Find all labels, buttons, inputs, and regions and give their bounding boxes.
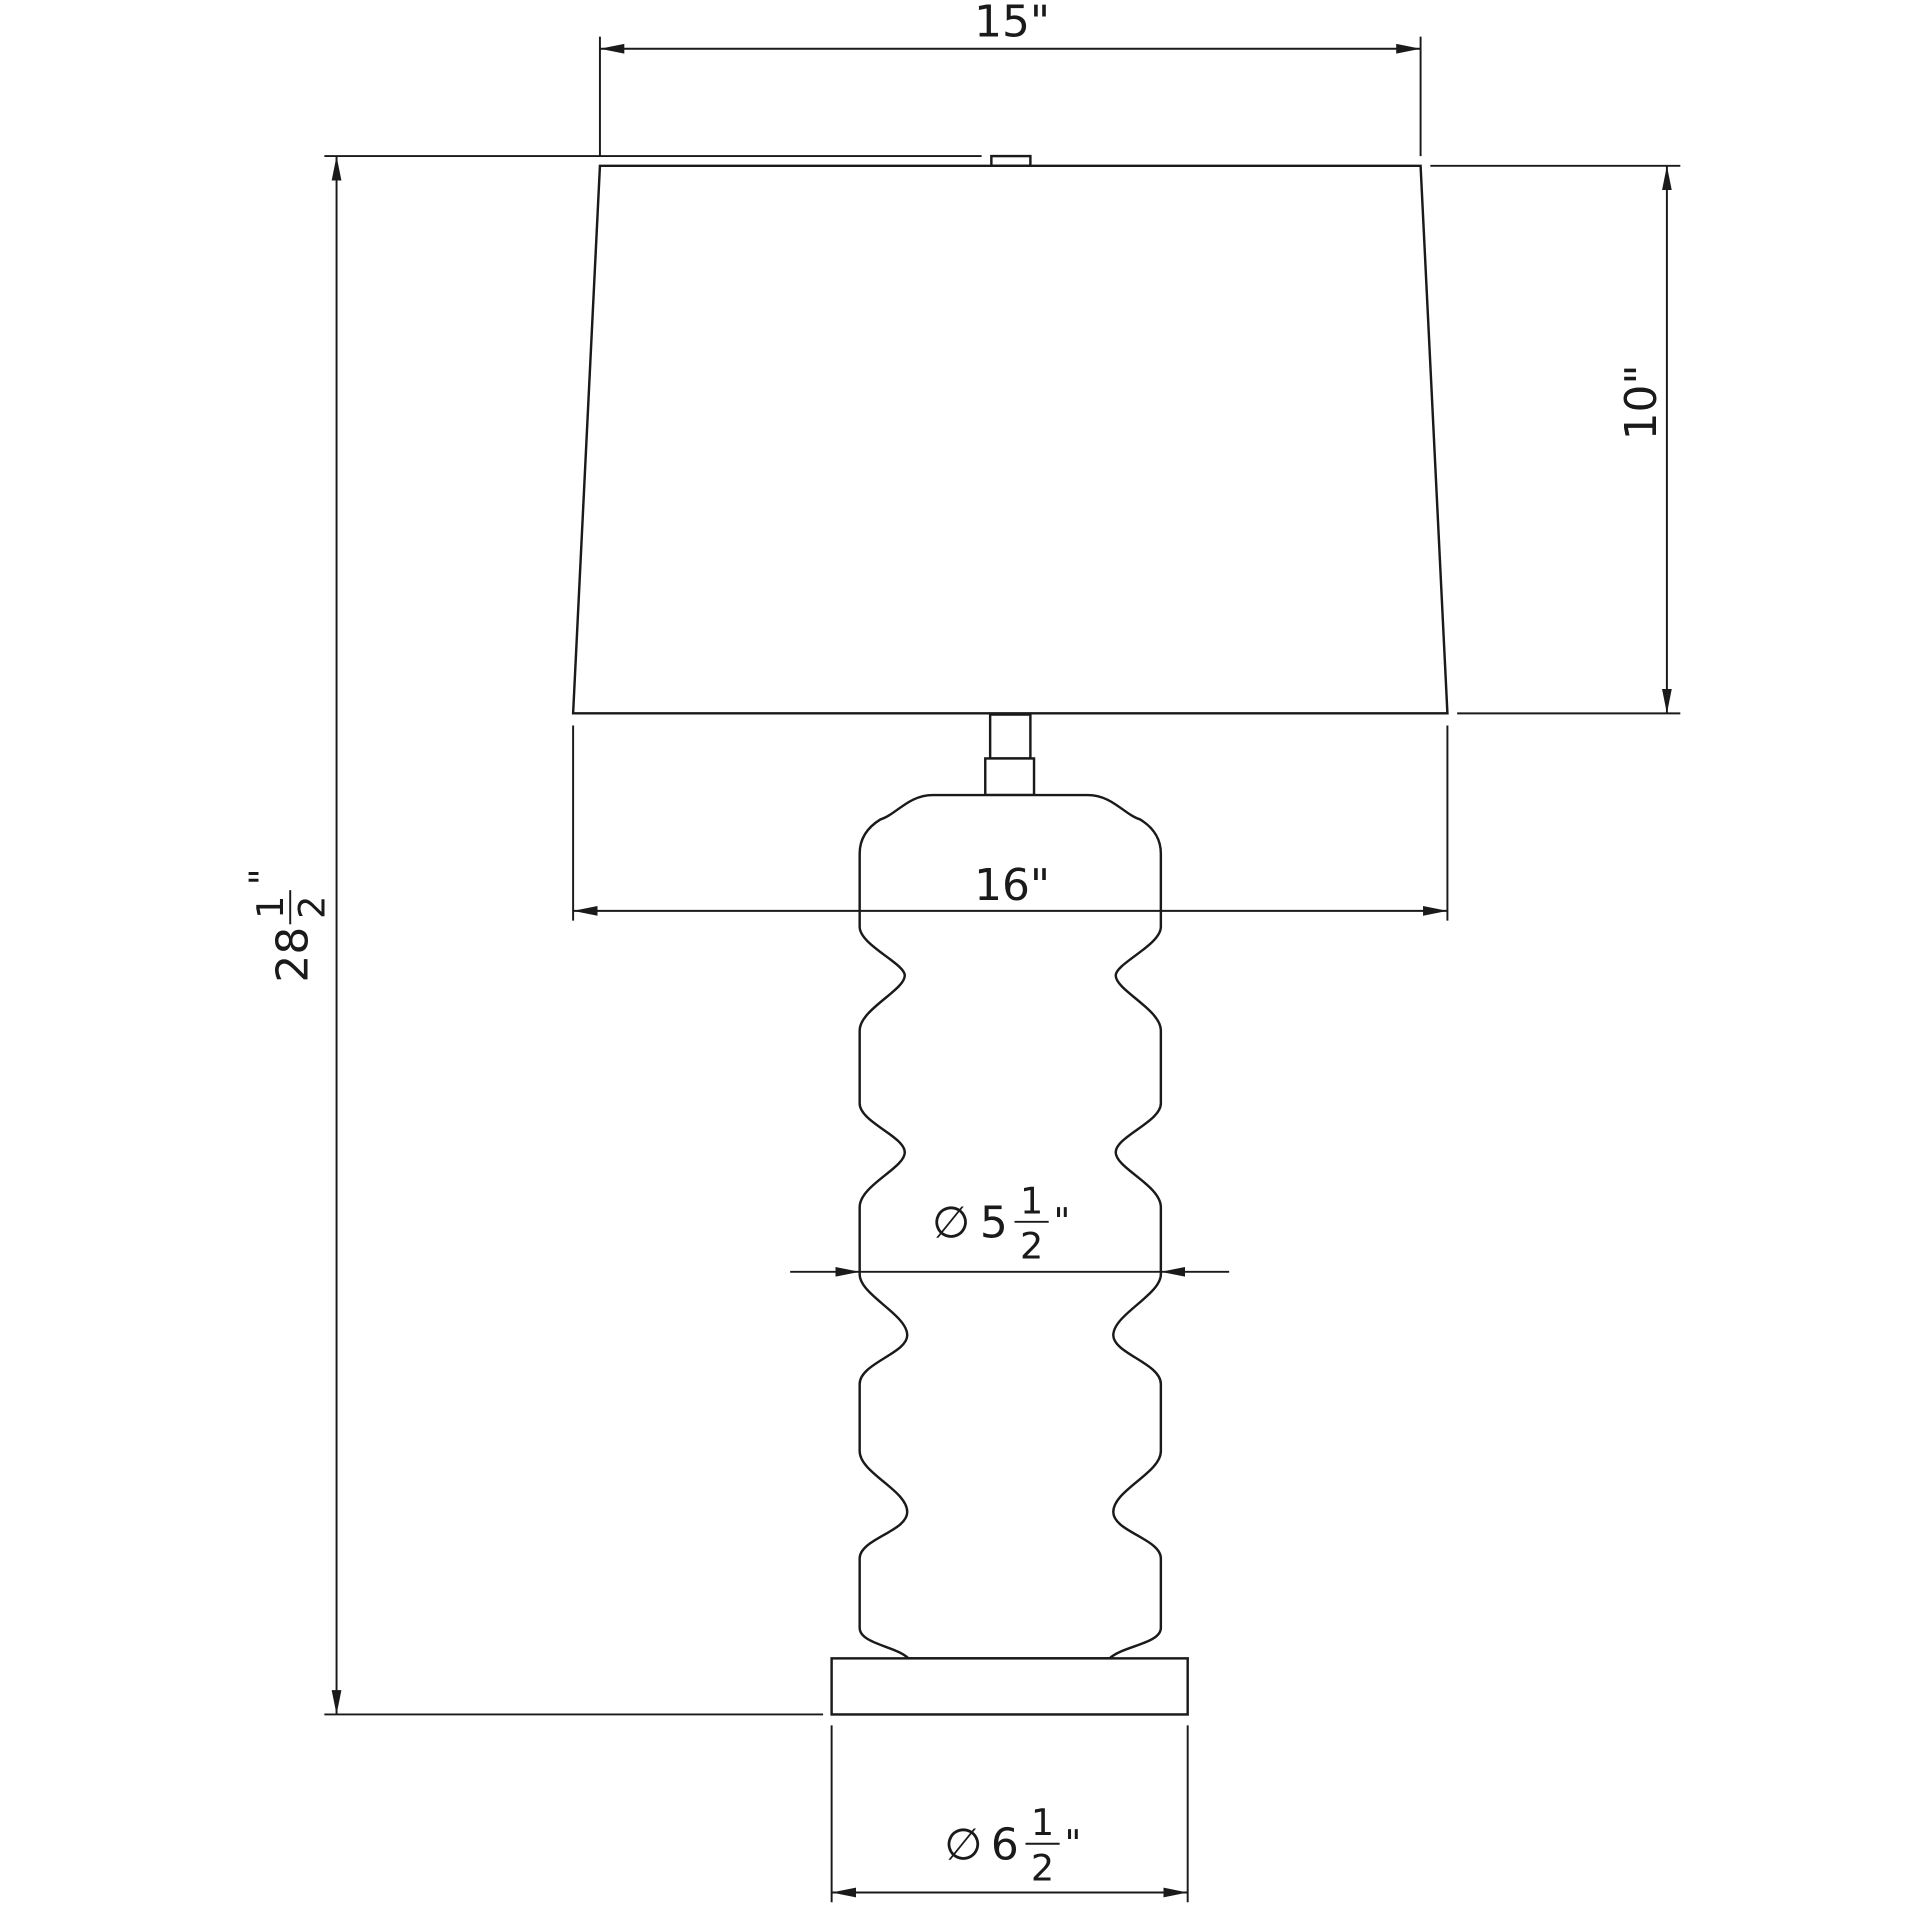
lamp-body bbox=[858, 793, 1163, 1660]
dim-denominator: 2 bbox=[1020, 1224, 1043, 1267]
dim-overall-height: 28 1 2 " bbox=[242, 155, 982, 1716]
dim-numerator: 1 bbox=[249, 896, 292, 919]
dim-unit: " bbox=[1054, 1200, 1071, 1243]
diameter-symbol: ∅ bbox=[944, 1820, 982, 1871]
lamp-shade bbox=[571, 164, 1449, 715]
dim-numerator: 1 bbox=[1031, 1801, 1054, 1844]
finial bbox=[990, 154, 1032, 168]
neck-lower bbox=[984, 757, 1036, 797]
dim-label: 10" bbox=[1616, 364, 1667, 440]
dim-base-diameter: ∅ 6 1 2 " bbox=[830, 1725, 1189, 1903]
dim-denominator: 2 bbox=[290, 896, 333, 919]
dim-whole: 5 bbox=[980, 1198, 1008, 1249]
dim-body-diameter: ∅ 5 1 2 " bbox=[790, 1179, 1230, 1277]
dim-shade-height: 10" bbox=[1430, 164, 1681, 715]
neck-upper bbox=[988, 713, 1032, 760]
dim-label: 15" bbox=[974, 0, 1050, 48]
diameter-symbol: ∅ bbox=[932, 1198, 970, 1249]
dim-shade-top-width: 15" bbox=[598, 0, 1422, 157]
lamp-base bbox=[830, 1657, 1189, 1716]
dim-denominator: 2 bbox=[1031, 1846, 1054, 1889]
dim-label: 16" bbox=[974, 860, 1050, 911]
dim-unit: " bbox=[242, 868, 285, 885]
dim-shade-bottom-width: 16" bbox=[572, 725, 1449, 921]
lamp bbox=[571, 154, 1449, 1716]
dim-unit: " bbox=[1065, 1822, 1082, 1865]
dim-whole: 28 bbox=[267, 927, 318, 983]
dim-whole: 6 bbox=[991, 1820, 1019, 1871]
dim-numerator: 1 bbox=[1020, 1179, 1043, 1222]
